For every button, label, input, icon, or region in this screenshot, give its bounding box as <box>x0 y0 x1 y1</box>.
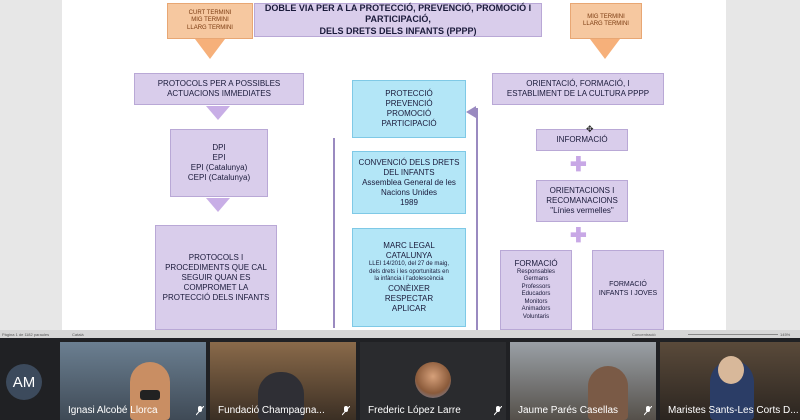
zoom-slider[interactable] <box>688 334 778 335</box>
shared-screen: DOBLE VIA PER A LA PROTECCIÓ, PREVENCIÓ,… <box>0 0 800 338</box>
protocols-procediments-box: PROTOCOLS I PROCEDIMENTS QUE CAL SEGUIR … <box>155 225 277 330</box>
participant-name: Maristes Sants-Les Corts D... <box>668 405 799 416</box>
plus-icon: ✚ <box>570 225 587 247</box>
participant-tile[interactable]: Maristes Sants-Les Corts D... <box>660 342 800 420</box>
convencio-box: CONVENCIÓ DELS DRETS DEL INFANTS Assembl… <box>352 151 466 214</box>
pppp-box: PROTECCIÓ PREVENCIÓ PROMOCIÓ PARTICIPACI… <box>352 80 466 138</box>
mic-muted-icon <box>644 406 652 416</box>
formacio-left-box: FORMACIÓ Responsables Germans Professors… <box>500 250 572 330</box>
center-connector-line <box>333 138 335 328</box>
right-feedback-line <box>476 108 478 330</box>
participant-tile[interactable]: Fundació Champagna... <box>210 342 356 420</box>
right-term-arrow <box>590 39 620 59</box>
mic-muted-icon <box>342 406 350 416</box>
face-mask <box>140 390 160 400</box>
plans-box: DPI EPI EPI (Catalunya) CEPI (Catalunya) <box>170 129 268 197</box>
mic-muted-icon <box>494 406 502 416</box>
word-status-bar: Pàgina 1 de 1 182 paraules Català Concen… <box>0 330 800 338</box>
left-arrow-2 <box>206 198 230 212</box>
feedback-arrow-head <box>466 106 476 118</box>
participant-name: Fundació Champagna... <box>218 405 325 416</box>
participant-name: Jaume Parés Casellas <box>518 405 619 416</box>
right-term-box: MIG TERMINI LLARG TERMINI <box>570 3 642 39</box>
status-view[interactable]: Concentració <box>632 332 656 337</box>
participant-tile[interactable]: Jaume Parés Casellas <box>510 342 656 420</box>
video-person <box>258 372 304 420</box>
status-page: Pàgina 1 de 1 <box>2 332 27 337</box>
plus-icon: ✚ <box>570 154 587 176</box>
mouse-cursor-icon: ✥ <box>586 124 594 134</box>
protocols-possibles-box: PROTOCOLS PER A POSSIBLES ACTUACIONS IMM… <box>134 73 304 105</box>
left-term-box: CURT TERMINI MIG TERMINI LLARG TERMINI <box>167 3 253 39</box>
orientacions-box: ORIENTACIONS I RECOMANACIONS "Línies ver… <box>536 180 628 222</box>
status-zoom[interactable]: 145% <box>780 332 791 337</box>
orientacio-box: ORIENTACIÓ, FORMACIÓ, I ESTABLIMENT DE L… <box>492 73 664 105</box>
avatar: AM <box>6 364 42 400</box>
participant-name: Ignasi Alcobé Llorca <box>68 405 158 416</box>
participant-tile[interactable]: Ignasi Alcobé Llorca <box>60 342 206 420</box>
informacio-box: INFORMACIÓ <box>536 129 628 151</box>
document-page: DOBLE VIA PER A LA PROTECCIÓ, PREVENCIÓ,… <box>62 0 726 330</box>
status-words: 182 paraules <box>26 332 50 337</box>
status-language: Català <box>72 332 84 337</box>
video-face <box>718 356 744 384</box>
left-term-arrow <box>195 39 225 59</box>
video-person <box>588 366 628 420</box>
participant-name: Frederic López Larre <box>368 405 461 416</box>
formacio-right-box: FORMACIÓ INFANTS I JOVES <box>592 250 664 330</box>
participant-tile[interactable]: Frederic López Larre <box>360 342 506 420</box>
mic-muted-icon <box>196 406 204 416</box>
participant-tile-am[interactable]: AM <box>0 342 56 420</box>
marc-legal-box: MARC LEGAL CATALUNYA LLEI 14/2010, del 2… <box>352 228 466 327</box>
avatar <box>415 362 451 398</box>
left-arrow-1 <box>206 106 230 120</box>
diagram-title: DOBLE VIA PER A LA PROTECCIÓ, PREVENCIÓ,… <box>254 3 542 37</box>
